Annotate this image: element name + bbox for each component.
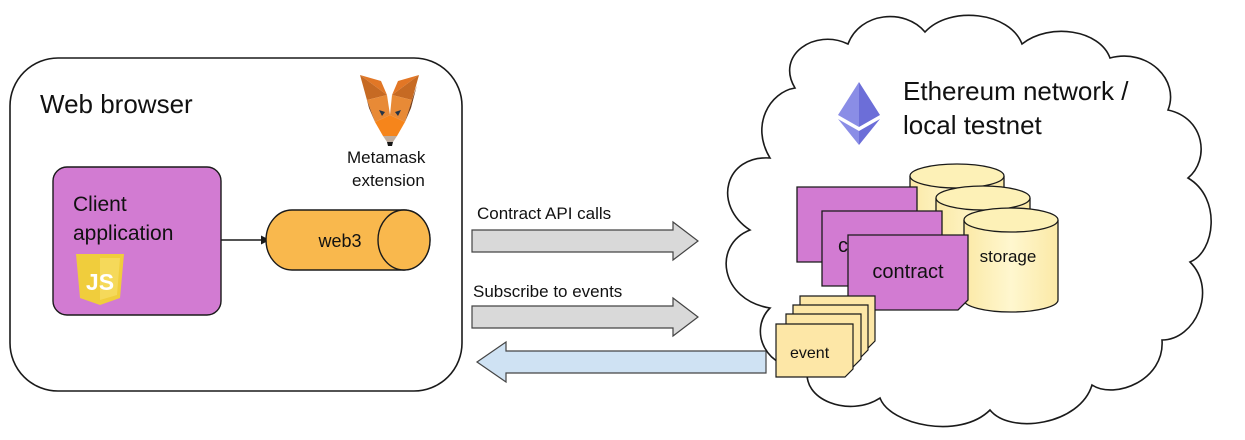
browser-title: Web browser [40,89,193,119]
javascript-shield-icon: JS [76,254,124,305]
event-card: event [775,323,854,378]
web3-cylinder: web3 [265,209,431,271]
storage-cylinder: storage [963,207,1059,313]
network-title-line1: Ethereum network / [903,76,1129,106]
storage-label: storage [980,247,1037,266]
metamask-label-line2: extension [352,171,425,190]
metamask-fox-icon [360,75,419,146]
metamask-label-line1: Metamask [347,148,426,167]
contract-partial-label: c [838,235,848,257]
contract-calls-label: Contract API calls [477,204,611,223]
ethereum-diamond-icon [838,82,880,145]
web3-label: web3 [317,231,361,251]
client-label-line1: Client [73,193,127,216]
contract-label: contract [872,261,944,283]
network-title-line2: local testnet [903,110,1043,140]
client-application: Client application JS [52,166,222,316]
client-label-line2: application [73,222,173,245]
event-return-arrow [475,340,767,384]
subscribe-events-arrow: Subscribe to events [471,282,699,338]
subscribe-label: Subscribe to events [473,282,622,301]
contract-card: contract [847,234,969,311]
js-badge-text: JS [86,269,114,295]
contract-calls-arrow: Contract API calls [471,204,699,262]
event-label: event [790,345,830,362]
